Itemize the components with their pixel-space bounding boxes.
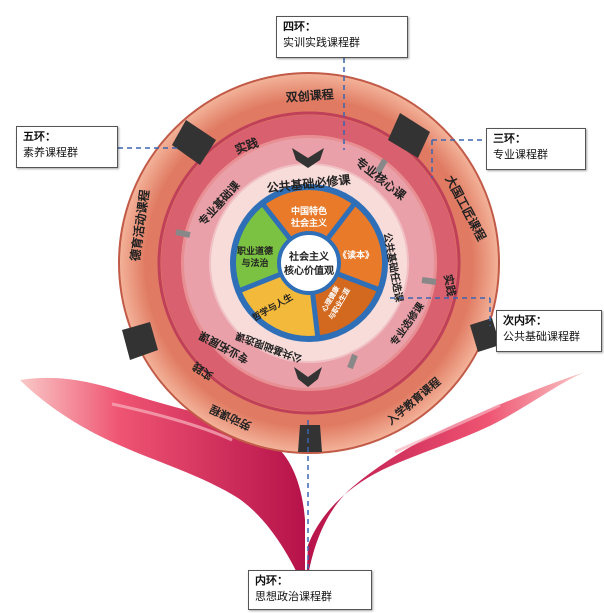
seg-china-line1: 中国特色: [291, 205, 327, 217]
center-line2: 核心价值观: [284, 264, 334, 277]
callout-ring-inner: 内环： 思想政治课程群: [248, 570, 372, 610]
callout-ring3: 三环： 专业课程群: [486, 128, 586, 170]
callout-ring-second: 次内环： 公共基础课程群: [496, 310, 602, 352]
seg-china-line2: 社会主义: [290, 217, 328, 229]
seg-ethics-line1: 职业道德: [237, 245, 273, 257]
callout-ring3-text: 专业课程群: [493, 148, 548, 161]
callout-ring5-text: 素养课程群: [23, 146, 78, 159]
callout-ring4-text: 实训实践课程群: [283, 36, 360, 49]
callout-ring-second-title: 次内环：: [503, 313, 595, 329]
callout-ring-second-text: 公共基础课程群: [503, 330, 580, 343]
callout-ring3-title: 三环：: [493, 131, 579, 147]
callout-ring5: 五环： 素养课程群: [16, 126, 118, 168]
seg-reader-label: 《读本》: [338, 249, 374, 261]
callout-ring4-title: 四环：: [283, 19, 401, 35]
seg-ethics-line2: 与法治: [241, 257, 268, 269]
callout-ring5-title: 五环：: [23, 129, 111, 145]
callout-ring-inner-text: 思想政治课程群: [255, 590, 332, 603]
center-circle: [279, 233, 339, 293]
callout-ring-inner-title: 内环：: [255, 573, 365, 589]
center-line1: 社会主义: [288, 250, 330, 263]
callout-ring4: 四环： 实训实践课程群: [276, 16, 408, 58]
